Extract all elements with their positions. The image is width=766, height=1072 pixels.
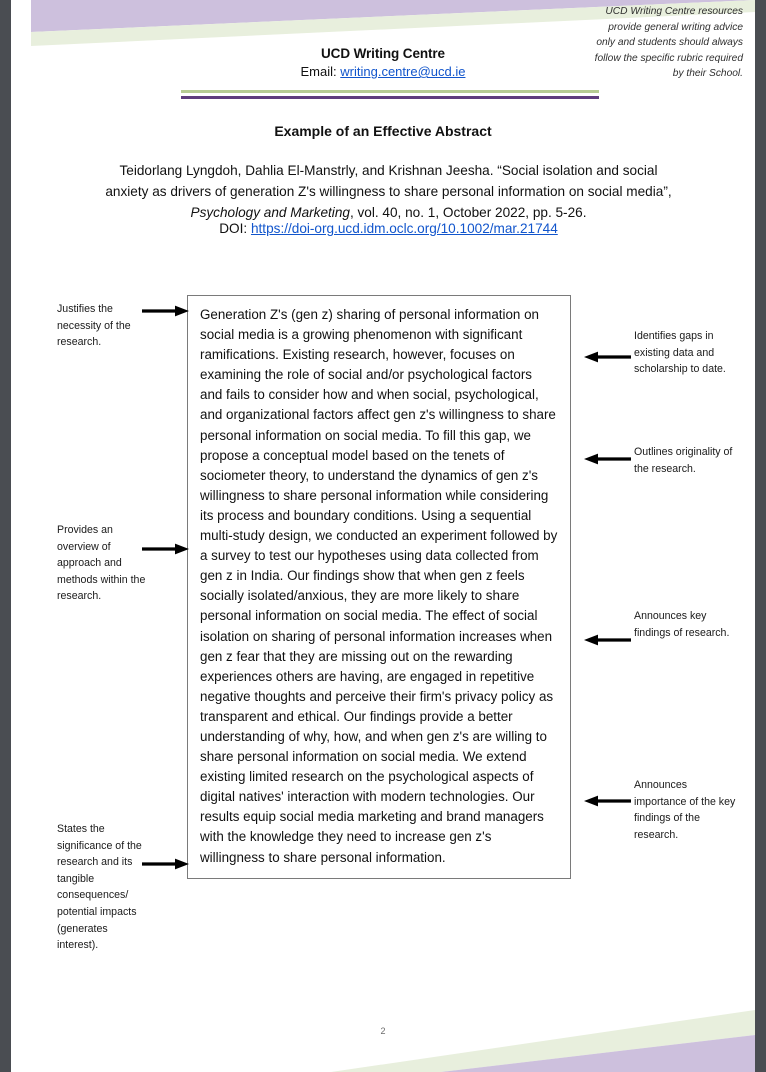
arrow-left-glyph [584,453,631,465]
annotation-label: Outlines originality of the research. [634,446,733,475]
abstract-text: Generation Z's (gen z) sharing of person… [200,307,558,865]
arrow-left-icon-gaps [583,350,631,364]
citation-details: , vol. 40, no. 1, October 2022, pp. 5-26… [349,205,587,220]
doi-label: DOI: [219,221,248,236]
writing-centre-title: UCD Writing Centre [321,46,445,61]
doi-link[interactable]: https://doi-org.ucd.idm.oclc.org/10.1002… [250,221,558,236]
arrow-right-icon-overview [142,542,190,556]
annotation-label: Provides an overview of approach and met… [57,524,146,603]
annotation-label: Identifies gaps in existing data and sch… [634,330,726,376]
arrow-left-icon-originality [583,452,631,466]
annotation-announces-importance: Announces importance of the key findings… [634,777,742,843]
arrow-right-icon-justifies [142,304,190,318]
margin-disclaimer-note: UCD Writing Centre resources provide gen… [594,6,743,79]
arrow-right-glyph [142,543,189,555]
annotation-outlines-originality: Outlines originality of the research. [634,444,742,477]
abstract-box: Generation Z's (gen z) sharing of person… [187,295,571,879]
annotation-provides-overview: Provides an overview of approach and met… [57,522,149,605]
arrow-right-icon-significance [142,857,190,871]
annotation-identifies-gaps: Identifies gaps in existing data and sch… [634,328,742,378]
citation-journal: Psychology and Marketing [190,205,350,220]
page-number: 2 [380,1026,386,1036]
annotation-label: States the significance of the research … [57,823,142,952]
annotation-justifies-necessity: Justifies the necessity of the research. [57,301,149,351]
annotation-label: Announces key findings of research. [634,610,730,639]
citation-block: Teidorlang Lyngdoh, Dahlia El-Manstrly, … [101,160,676,223]
arrow-left-glyph [584,634,631,646]
annotation-announces-key-findings: Announces key findings of research. [634,608,742,641]
arrow-right-glyph [142,305,189,317]
document-page: UCD Writing Centre resources provide gen… [11,0,755,1072]
annotation-label: Justifies the necessity of the research. [57,303,131,349]
arrow-right-glyph [142,858,189,870]
footer-green-band [331,1010,755,1072]
divider-rule-purple [181,96,599,99]
email-link[interactable]: writing.centre@ucd.ie [340,64,466,79]
annotation-states-significance: States the significance of the research … [57,821,149,954]
citation-authors: Teidorlang Lyngdoh, Dahlia El-Manstrly, … [105,163,672,199]
arrow-left-glyph [584,795,631,807]
page-title: Example of an Effective Abstract [274,123,492,139]
arrow-left-glyph [584,351,631,363]
arrow-left-icon-key-findings [583,633,631,647]
annotation-label: Announces importance of the key findings… [634,779,736,841]
email-line: Email: writing.centre@ucd.ie [11,64,755,79]
footer-purple-band [441,1035,755,1072]
divider-rule-green [181,90,599,93]
doi-line: DOI: https://doi-org.ucd.idm.oclc.org/10… [101,221,676,236]
arrow-left-icon-importance [583,794,631,808]
email-label: Email: [300,64,337,79]
